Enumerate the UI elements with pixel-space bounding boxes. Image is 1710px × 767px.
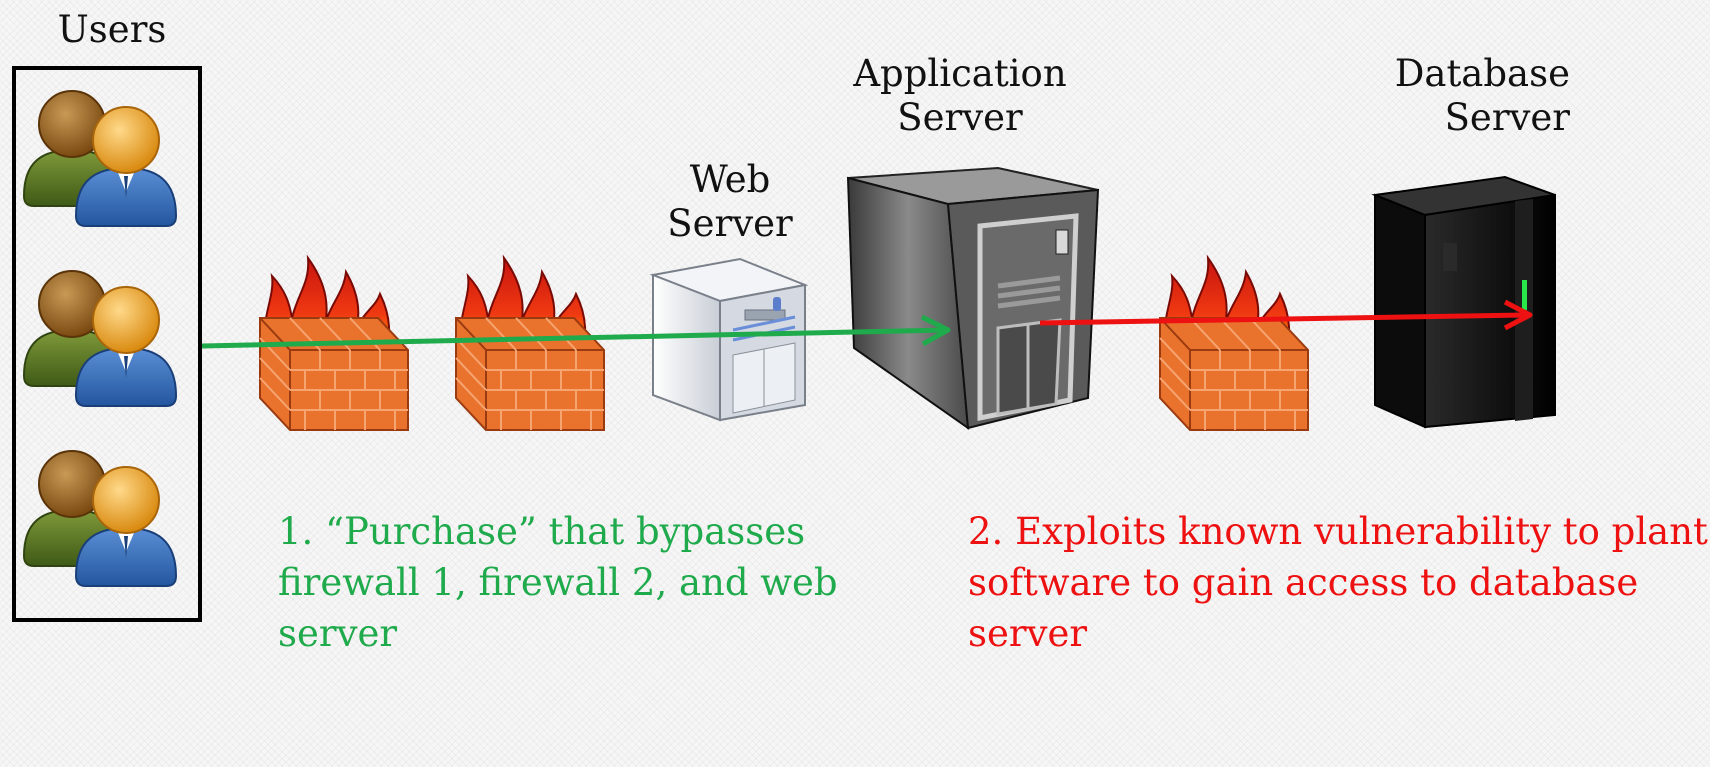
- web-server-label: Web Server: [667, 158, 793, 245]
- step2-caption: 2. Exploits known vulnerability to plant…: [968, 510, 1708, 655]
- users-label: Users: [57, 8, 167, 51]
- step1-caption: 1. “Purchase” that bypasses firewall 1, …: [278, 510, 838, 655]
- step1-arrowhead: [920, 314, 951, 347]
- application-server-icon: [846, 166, 1100, 431]
- web-server-icon: [649, 257, 809, 422]
- database-server-label: Database Server: [1394, 52, 1570, 139]
- users-box: [12, 66, 202, 622]
- step2-arrowhead: [1503, 299, 1533, 331]
- step1-arrow: [201, 327, 947, 349]
- step2-arrow: [1039, 312, 1529, 326]
- database-server-icon: [1371, 175, 1556, 429]
- application-server-label: Application Server: [853, 52, 1067, 139]
